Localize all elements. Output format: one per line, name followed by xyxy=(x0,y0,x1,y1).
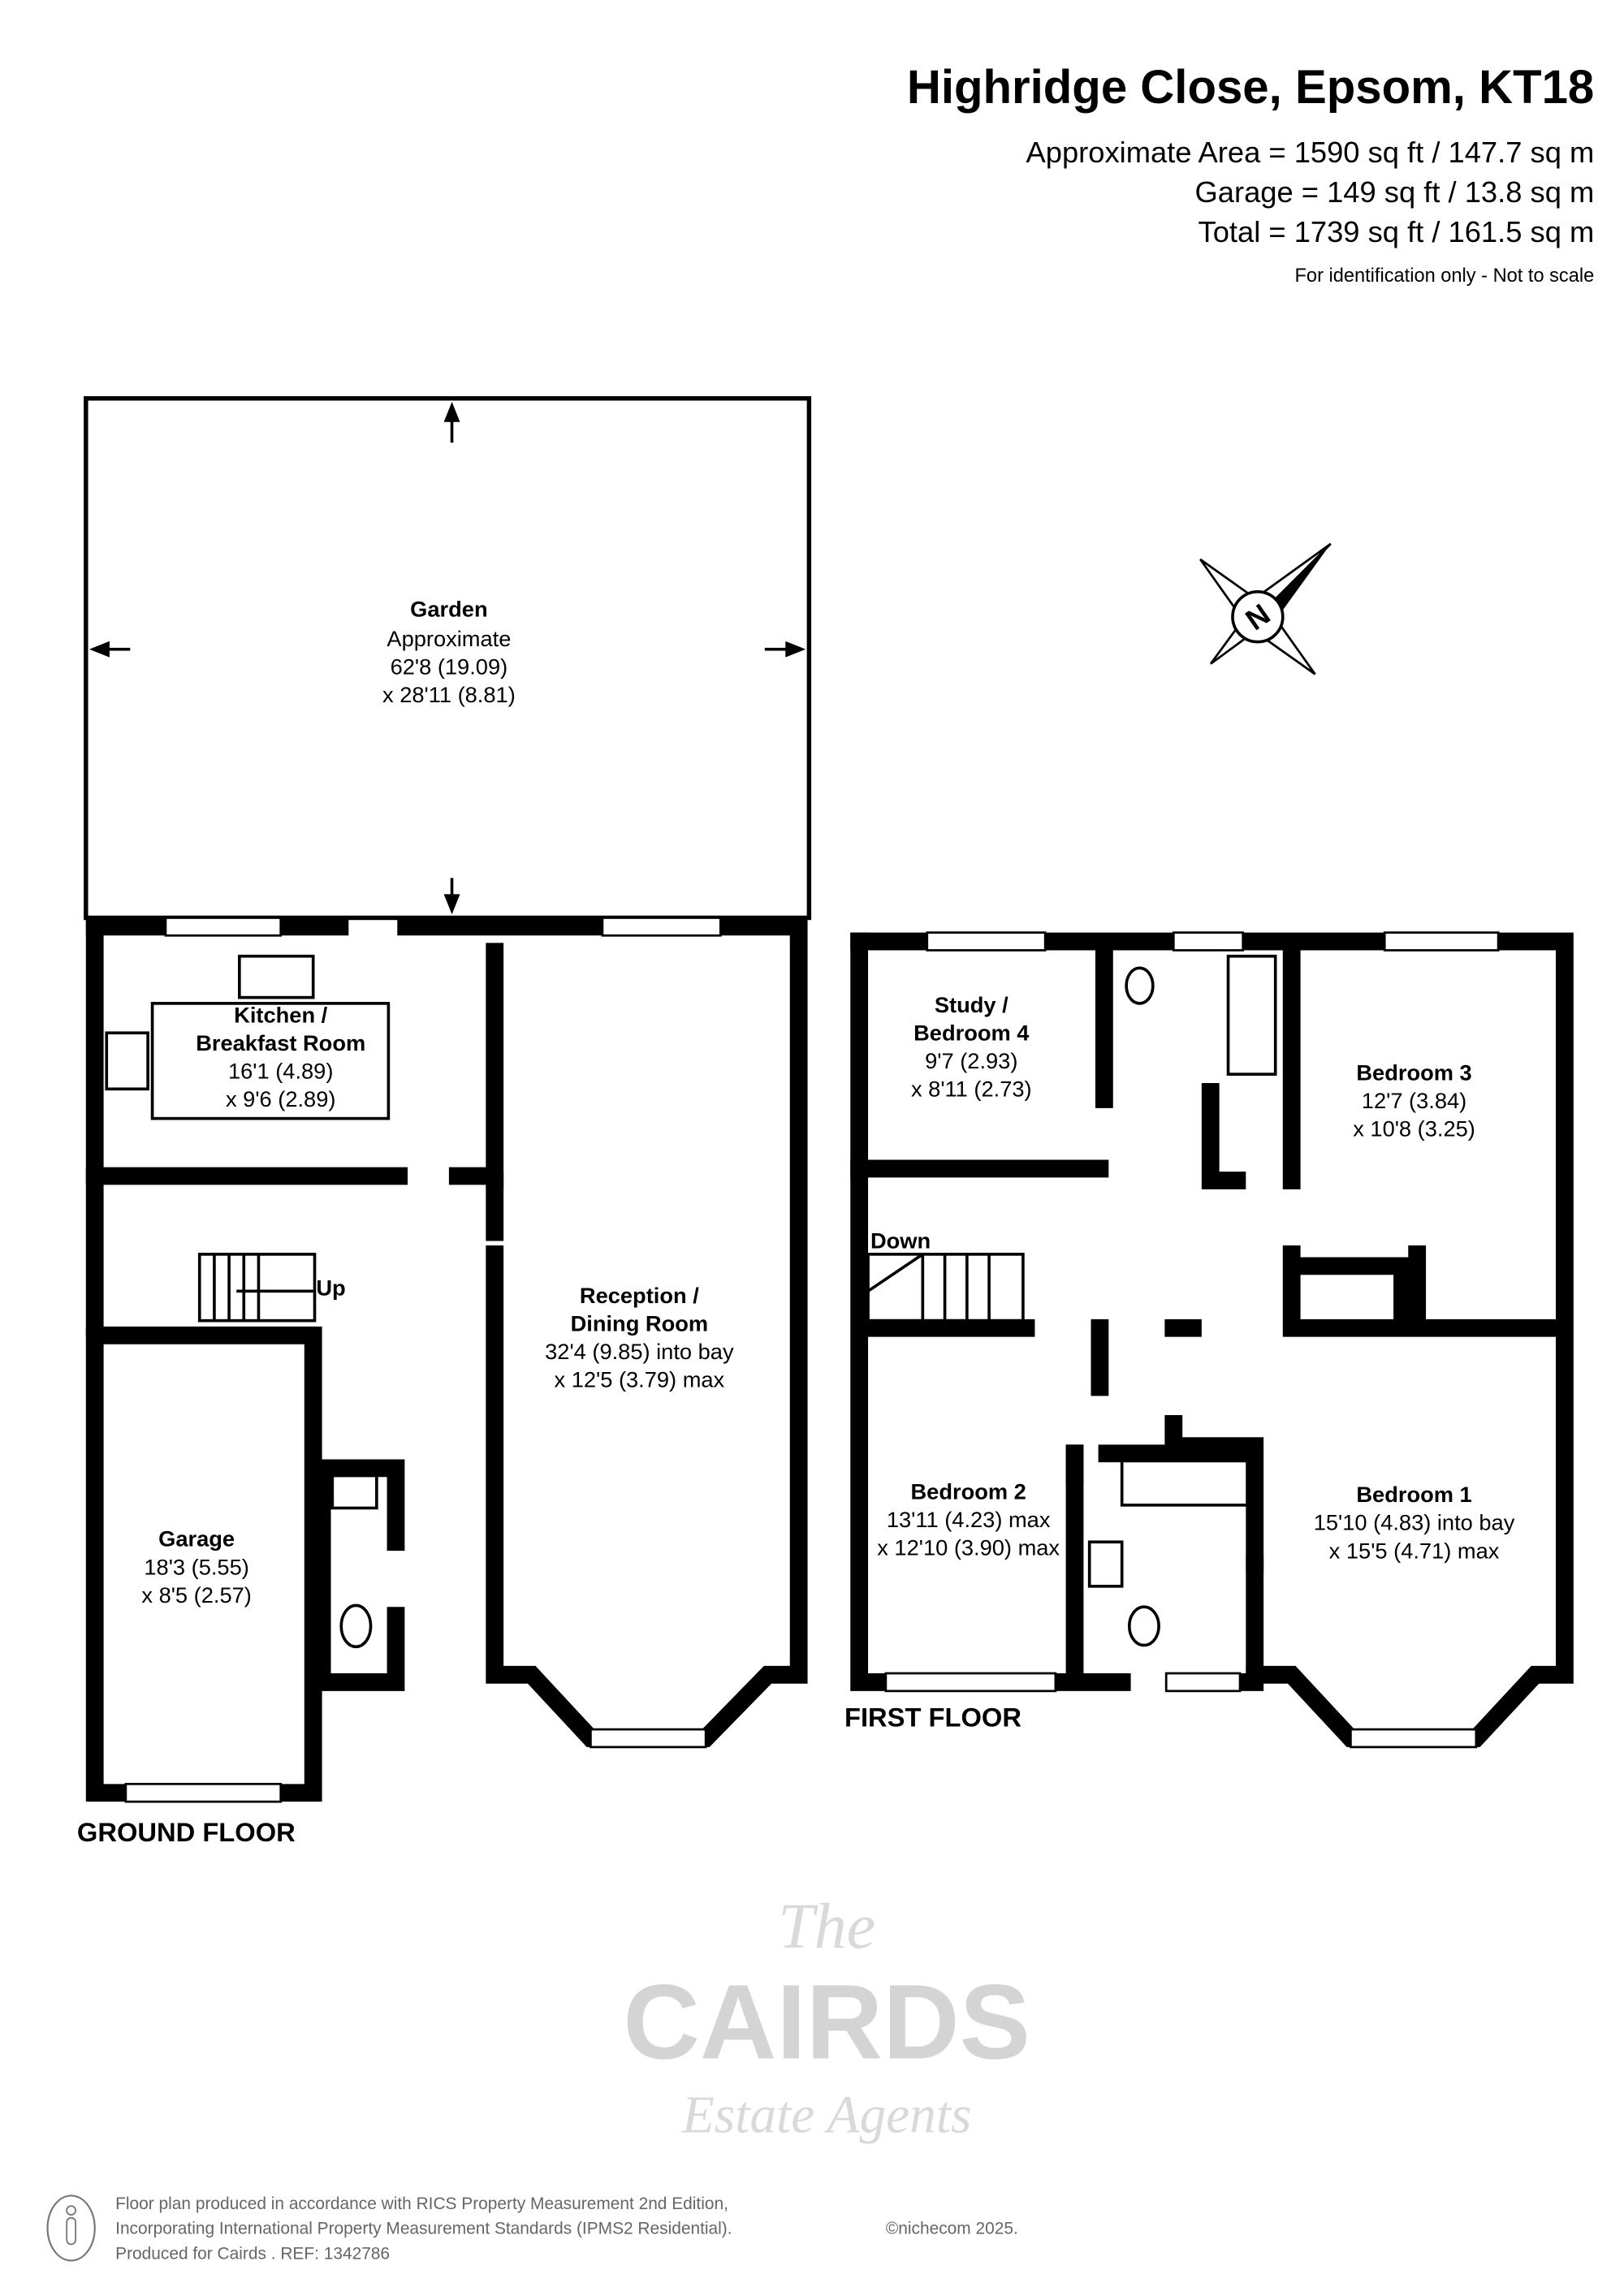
kitchen-name: Breakfast Room xyxy=(196,1030,365,1055)
footer-line: Floor plan produced in accordance with R… xyxy=(115,2195,728,2213)
garage-dim-line: 18'3 (5.55) xyxy=(144,1554,248,1579)
study-dim-line: x 8'11 (2.73) xyxy=(911,1076,1032,1101)
bedroom2-dim-line: x 12'10 (3.90) max xyxy=(877,1535,1060,1560)
svg-text:Estate Agents: Estate Agents xyxy=(681,2086,972,2144)
scale-note: For identification only - Not to scale xyxy=(1295,265,1595,287)
first-floor-label: FIRST FLOOR xyxy=(844,1702,1021,1732)
bedroom3-dim-line: x 10'8 (3.25) xyxy=(1353,1116,1475,1141)
footer-line: Incorporating International Property Mea… xyxy=(115,2220,732,2238)
footer: Floor plan produced in accordance with R… xyxy=(46,2195,1018,2264)
sink-icon xyxy=(237,954,315,999)
garden-dimension-arrows xyxy=(89,401,806,915)
watermark-logo: The CAIRDS Estate Agents xyxy=(623,1891,1030,2144)
garden-name: Garden xyxy=(410,597,487,622)
basin-icon xyxy=(330,1474,378,1510)
person-icon xyxy=(46,2195,96,2262)
reception-dim-line: 32'4 (9.85) into bay xyxy=(545,1339,734,1364)
bedroom3-name: Bedroom 3 xyxy=(1356,1060,1471,1085)
stairs-icon xyxy=(866,1253,1025,1323)
kitchen-dim-line: 16'1 (4.89) xyxy=(228,1059,333,1084)
stairs-up-label: Up xyxy=(316,1275,345,1301)
bedroom1-name: Bedroom 1 xyxy=(1356,1482,1471,1507)
garden-dim-line: x 28'11 (8.81) xyxy=(382,682,516,707)
approximate-area: Approximate Area = 1590 sq ft / 147.7 sq… xyxy=(1026,136,1595,169)
compass-icon: N xyxy=(1199,542,1332,675)
toilet-icon xyxy=(339,1603,373,1649)
study-dim-line: 9'7 (2.93) xyxy=(925,1048,1017,1073)
bath-icon xyxy=(1120,1459,1249,1507)
kitchen-dim-line: x 9'6 (2.89) xyxy=(226,1086,335,1111)
kitchen-counter xyxy=(150,1002,391,1120)
svg-text:CAIRDS: CAIRDS xyxy=(623,1962,1030,2081)
garden-dim-line: Approximate xyxy=(387,626,511,651)
garage-area: Garage = 149 sq ft / 13.8 sq m xyxy=(1195,175,1595,209)
footer-line: Produced for Cairds . REF: 1342786 xyxy=(115,2245,390,2264)
ground-floor-label: GROUND FLOOR xyxy=(77,1817,296,1847)
ground-floor-plan: Up Garden Approximate 62'8 (19.09) x 28'… xyxy=(77,395,812,1847)
reception-dim-line: x 12'5 (3.79) max xyxy=(555,1366,725,1392)
bedroom3-dim-line: 12'7 (3.84) xyxy=(1362,1088,1466,1113)
bedroom1-dim-line: x 15'5 (4.71) max xyxy=(1329,1538,1500,1563)
stairs-down-label: Down xyxy=(870,1228,931,1254)
toilet-icon xyxy=(1127,1605,1160,1647)
garage-dim-line: x 8'5 (2.57) xyxy=(141,1582,251,1608)
total-area: Total = 1739 sq ft / 161.5 sq m xyxy=(1199,215,1595,248)
garage-name: Garage xyxy=(158,1526,235,1552)
basin-icon xyxy=(1087,1540,1124,1588)
hob-icon xyxy=(105,1031,149,1091)
svg-text:The: The xyxy=(778,1891,875,1962)
garden-dim-line: 62'8 (19.09) xyxy=(391,654,508,680)
property-title: Highridge Close, Epsom, KT18 xyxy=(907,61,1594,114)
study-name: Bedroom 4 xyxy=(914,1020,1030,1045)
first-floor-plan: Down Study / Bedroom 4 9'7 (2.93) x 8'11… xyxy=(844,931,1574,1749)
study-name: Study / xyxy=(935,992,1009,1017)
bedroom2-name: Bedroom 2 xyxy=(910,1479,1026,1504)
bedroom1-dim-line: 15'10 (4.83) into bay xyxy=(1314,1510,1515,1535)
bedroom2-dim-line: 13'11 (4.23) max xyxy=(887,1507,1051,1532)
kitchen-name: Kitchen / xyxy=(234,1003,327,1028)
copyright: ©nichecom 2025. xyxy=(886,2220,1018,2238)
bath-icon xyxy=(1226,954,1277,1076)
stairs-icon xyxy=(197,1253,317,1323)
reception-name: Reception / xyxy=(580,1283,699,1308)
reception-name: Dining Room xyxy=(571,1310,709,1336)
toilet-icon xyxy=(1125,966,1155,1005)
